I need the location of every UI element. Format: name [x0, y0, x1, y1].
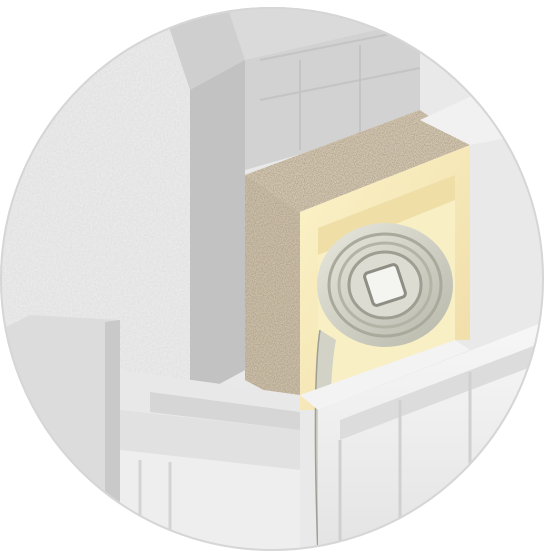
wall-pier: [160, 7, 245, 400]
box-bottom-plate: [300, 340, 470, 410]
cork-insulation-block: [245, 110, 470, 410]
lower-wall-face: [0, 315, 120, 551]
roll-axle: [363, 263, 407, 307]
circle-frame-border: [0, 7, 544, 551]
wall-edge-shadow: [105, 320, 120, 551]
shutter-roll: [317, 223, 453, 347]
